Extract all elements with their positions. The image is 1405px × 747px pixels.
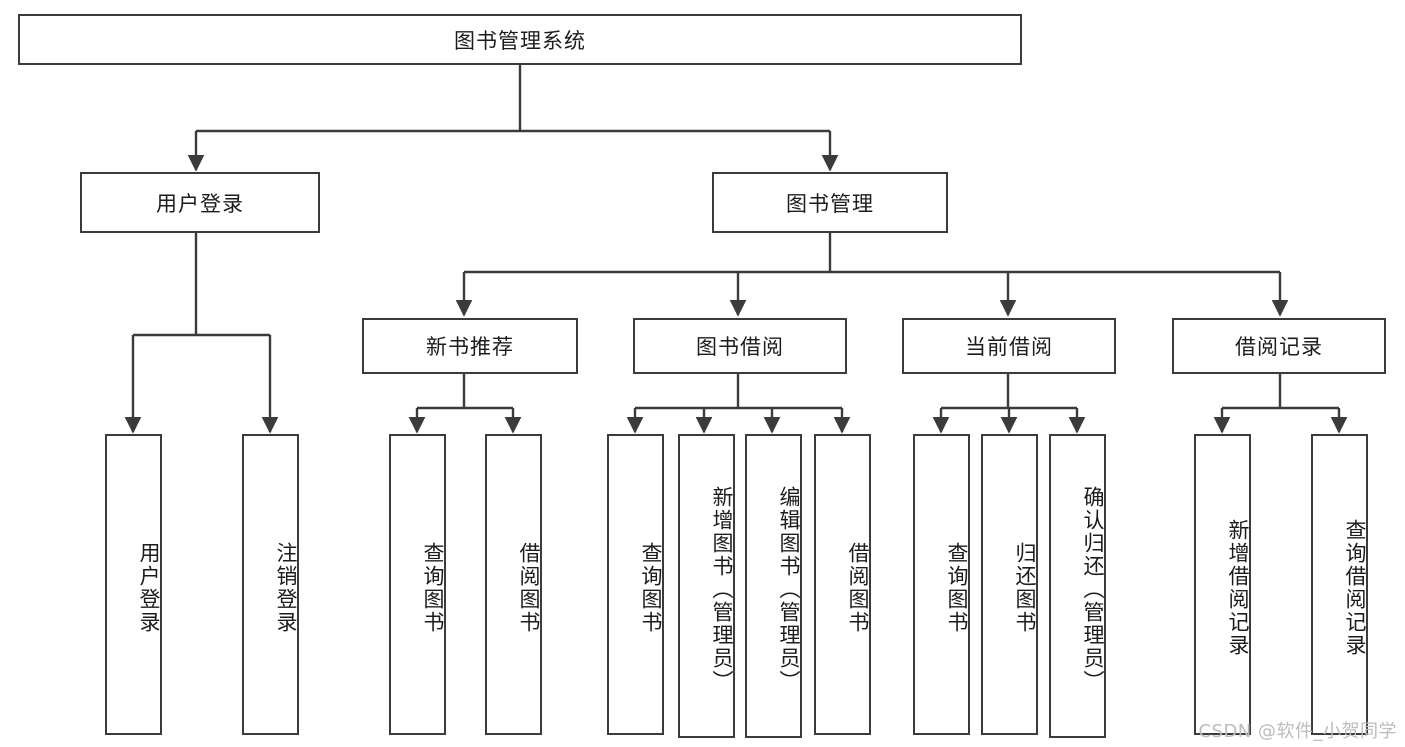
node-current-borrow[interactable]: 当前借阅 [902,318,1116,374]
leaf-borrow-record-1-label: 新增借阅记录 [1226,518,1250,657]
leaf-new-book-2-label: 借阅图书 [517,541,541,634]
node-borrow-record[interactable]: 借阅记录 [1172,318,1386,374]
node-borrow-record-label: 借阅记录 [1235,335,1323,359]
leaf-new-book-2[interactable]: 借阅图书 [485,434,542,735]
node-book-management-label: 图书管理 [786,191,874,216]
leaf-user-login-1-label: 用户登录 [137,541,161,634]
leaf-book-borrow-1[interactable]: 查询图书 [607,434,664,735]
leaf-user-login-2[interactable]: 注销登录 [242,434,299,735]
leaf-book-borrow-3[interactable]: 编辑图书（管理员） [745,434,802,738]
node-book-borrow-label: 图书借阅 [696,335,784,359]
leaf-current-borrow-3-label: 确认归还（管理员） [1081,485,1105,693]
leaf-new-book-1-label: 查询图书 [421,541,445,634]
leaf-book-borrow-1-label: 查询图书 [639,541,663,634]
leaf-book-borrow-2[interactable]: 新增图书（管理员） [678,434,735,738]
leaf-current-borrow-1-label: 查询图书 [945,541,969,634]
leaf-borrow-record-1[interactable]: 新增借阅记录 [1194,434,1251,735]
leaf-book-borrow-3-label: 编辑图书（管理员） [777,485,801,693]
node-root-label: 图书管理系统 [454,28,586,53]
leaf-book-borrow-2-label: 新增图书（管理员） [710,485,734,693]
node-user-login-label: 用户登录 [156,191,244,216]
node-new-book-recommend[interactable]: 新书推荐 [362,318,578,374]
leaf-current-borrow-2[interactable]: 归还图书 [981,434,1038,735]
leaf-user-login-1[interactable]: 用户登录 [105,434,162,735]
leaf-current-borrow-3[interactable]: 确认归还（管理员） [1049,434,1106,738]
leaf-book-borrow-4[interactable]: 借阅图书 [814,434,871,735]
leaf-borrow-record-2-label: 查询借阅记录 [1343,518,1367,657]
leaf-book-borrow-4-label: 借阅图书 [846,541,870,634]
leaf-current-borrow-1[interactable]: 查询图书 [913,434,970,735]
leaf-current-borrow-2-label: 归还图书 [1013,541,1037,634]
leaf-user-login-2-label: 注销登录 [274,541,298,634]
node-new-book-recommend-label: 新书推荐 [426,335,514,359]
node-user-login[interactable]: 用户登录 [80,172,320,233]
node-book-management[interactable]: 图书管理 [712,172,948,233]
node-book-borrow[interactable]: 图书借阅 [633,318,847,374]
leaf-borrow-record-2[interactable]: 查询借阅记录 [1311,434,1368,735]
node-root[interactable]: 图书管理系统 [18,14,1022,65]
leaf-new-book-1[interactable]: 查询图书 [389,434,446,735]
node-current-borrow-label: 当前借阅 [965,335,1053,359]
